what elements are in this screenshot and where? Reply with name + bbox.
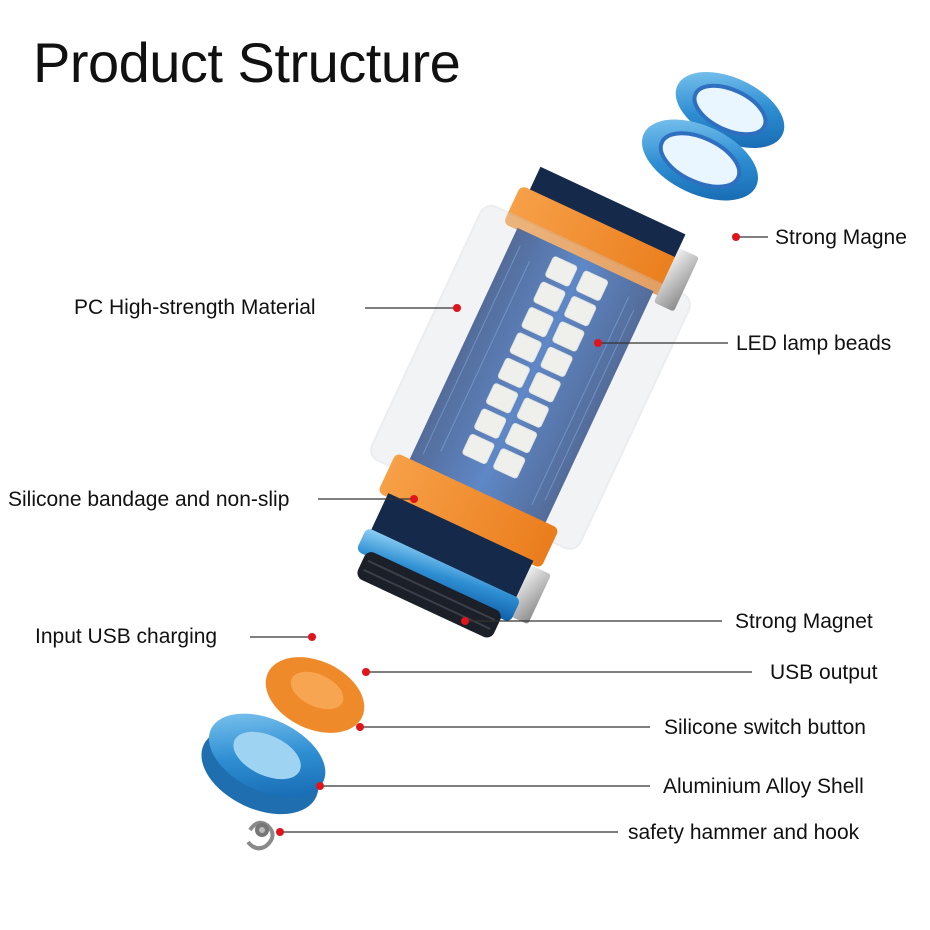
callout-dots bbox=[276, 233, 740, 836]
aluminium-shell-ring bbox=[201, 713, 326, 815]
label-safety-hammer: safety hammer and hook bbox=[628, 821, 860, 844]
flashlight-body bbox=[357, 166, 699, 638]
label-led-beads: LED lamp beads bbox=[736, 332, 892, 355]
label-strong-magne: Strong Magne bbox=[775, 226, 907, 249]
callout-lines bbox=[250, 236, 768, 833]
label-aluminium-shell: Aluminium Alloy Shell bbox=[663, 775, 864, 798]
label-silicone-switch: Silicone switch button bbox=[664, 716, 866, 739]
label-usb-output: USB output bbox=[770, 661, 878, 684]
safety-hammer-hook bbox=[246, 820, 275, 851]
label-pc-material: PC High-strength Material bbox=[74, 296, 316, 319]
label-strong-magnet: Strong Magnet bbox=[735, 610, 873, 633]
label-input-usb: Input USB charging bbox=[35, 625, 218, 648]
label-silicone-bandage: Silicone bandage and non-slip bbox=[8, 488, 290, 511]
silicone-switch-disc bbox=[265, 657, 365, 733]
page-title: Product Structure bbox=[33, 31, 461, 94]
